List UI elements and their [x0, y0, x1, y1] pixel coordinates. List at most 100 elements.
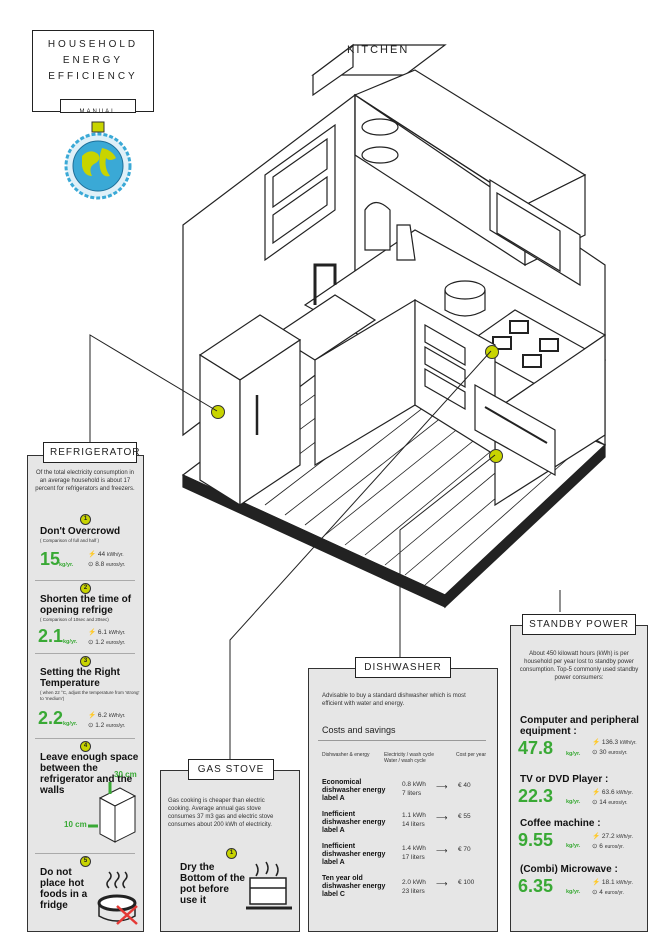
tip-2-euros-value: 1.2	[95, 639, 105, 646]
fridge-spacing-icon	[88, 782, 137, 843]
tip-3-marker: 3	[80, 656, 91, 667]
title-ribbon: MANUAL	[60, 99, 136, 115]
tip-1-euros: ⊙ 8.8 euros/yr.	[88, 561, 126, 568]
standby-item-3-euros-unit: euros/yr.	[604, 844, 624, 850]
dw-row-2-cost: € 55	[458, 813, 471, 820]
tip-2-marker: 2	[80, 583, 91, 594]
refrigerator-panel	[27, 455, 144, 932]
standby-intro: About 450 kilowatt hours (kWh) is per ho…	[519, 651, 639, 681]
standby-item-3-big: 9.55	[518, 830, 554, 850]
standby-item-1-name: Computer and peripheral equipment :	[520, 715, 639, 737]
standby-item-3-kwh-value: 27.2	[601, 833, 615, 840]
gas-stove-body: Gas cooking is cheaper than electric coo…	[168, 798, 274, 828]
standby-item-1-kwh-unit: kWh/yr.	[620, 740, 637, 746]
kitchen-label: KITCHEN	[347, 44, 410, 56]
standby-item-1-kwh: ⚡ 136.3 kWh/yr.	[592, 739, 637, 746]
tip-1-note: ( Comparison of full and half )	[40, 538, 100, 543]
tip-1-marker: 1	[80, 514, 91, 525]
dishwasher-hotspot[interactable]	[489, 449, 503, 463]
title-line-1: HOUSEHOLD	[47, 39, 139, 50]
standby-item-1-euros-unit: euros/yr.	[608, 750, 628, 756]
standby-item-2-euros: ⊙ 14 euros/yr.	[592, 799, 628, 806]
dw-row-3-liters: 17 liters	[402, 854, 425, 861]
costs-divider	[318, 740, 486, 741]
spacing-top-label: 30 cm	[114, 770, 137, 779]
gas-tip-heading: Dry the Bottom of the pot before use it	[180, 862, 245, 906]
arrow-icon: ⟶	[436, 782, 448, 791]
arrow-icon: ⟶	[436, 846, 448, 855]
standby-item-4-big: 6.35	[518, 876, 554, 896]
standby-item-1-unit: kg/yr.	[566, 751, 581, 757]
standby-item-2-name: TV or DVD Player :	[520, 774, 609, 785]
tip-2-heading: Shorten the time of opening refrige	[40, 594, 132, 616]
standby-item-4-kwh-unit: kWh/yr.	[616, 880, 634, 886]
tip-5-heading: Do not place hot foods in a fridge	[40, 867, 88, 911]
dw-row-1-name: Economical dishwasher energy label A	[322, 779, 386, 802]
tip-4-marker: 4	[80, 741, 91, 752]
tip-4-heading: Leave enough space between the refrigera…	[40, 752, 139, 796]
dw-row-4-name: Ten year old dishwasher energy label C	[322, 875, 386, 898]
gas-stove-hotspot[interactable]	[485, 345, 499, 359]
dw-row-4-kwh: 2.0 kWh	[402, 879, 426, 886]
kitchen-illustration	[181, 43, 607, 609]
tip-2-big: 2.1	[38, 626, 64, 646]
tip-3-note: ( when 22 °C, adjust the temperature fro…	[40, 690, 140, 701]
standby-item-4-euros: ⊙ 4 euros/yr.	[592, 889, 624, 896]
standby-item-2-euros-unit: euros/yr.	[608, 800, 628, 806]
dw-row-1-kwh: 0.8 kWh	[402, 781, 426, 788]
tip-3-euros-value: 1.2	[95, 722, 105, 729]
dw-row-2-liters: 14 liters	[402, 821, 425, 828]
col-electricity-water: Electricity / wash cycle Water / wash cy…	[384, 752, 435, 764]
dw-row-3-cost: € 70	[458, 846, 471, 853]
standby-item-3-kwh-unit: kWh/yr.	[616, 834, 634, 840]
divider	[35, 738, 135, 739]
title-line-3: EFFICIENCY	[48, 71, 138, 82]
dw-row-3-kwh: 1.4 kWh	[402, 845, 426, 852]
divider	[35, 853, 135, 854]
standby-item-3-euros: ⊙ 6 euros/yr.	[592, 843, 624, 850]
tip-2-euros-unit: euros/yr.	[106, 640, 126, 646]
tip-2-kwh-value: 6.1	[97, 629, 107, 636]
standby-item-2-kwh: ⚡ 63.6 kWh/yr.	[592, 789, 634, 796]
globe-icon	[64, 121, 132, 200]
standby-item-4-name: (Combi) Microwave :	[520, 864, 618, 875]
tip-3-euros-unit: euros/yr.	[106, 723, 126, 729]
dw-row-4-liters: 23 liters	[402, 888, 425, 895]
standby-item-3-kwh: ⚡ 27.2 kWh/yr.	[592, 833, 634, 840]
pot-stove-icon	[246, 861, 292, 910]
standby-panel	[510, 625, 648, 932]
standby-item-1-kwh-value: 136.3	[601, 739, 619, 746]
standby-item-2-kwh-unit: kWh/yr.	[616, 790, 634, 796]
tip-1-heading: Don't Overcrowd	[40, 526, 121, 537]
refrigerator-title: REFRIGERATOR	[43, 442, 140, 463]
dw-row-1-cost: € 40	[458, 782, 471, 789]
tip-2-kwh: ⚡ 6.1 kWh/yr.	[88, 629, 126, 636]
standby-item-3-name: Coffee machine :	[520, 818, 601, 829]
tip-1-kwh-value: 44	[97, 551, 106, 558]
dw-row-1-liters: 7 liters	[402, 790, 422, 797]
standby-item-2-euros-value: 14	[599, 799, 607, 806]
arrow-icon: ⟶	[436, 879, 448, 888]
tip-3-euros: ⊙ 1.2 euros/yr.	[88, 722, 126, 729]
standby-item-1-big: 47.8	[518, 738, 554, 758]
standby-item-4-kwh-value: 18.1	[601, 879, 615, 886]
spacing-side-label: 10 cm	[64, 820, 87, 829]
standby-item-2-kwh-value: 63.6	[601, 789, 615, 796]
refrigerator-hotspot[interactable]	[211, 405, 225, 419]
tip-2-note: ( Comparison of 10sec and 20sec)	[40, 617, 109, 622]
tip-3-kwh-unit: kWh/yr.	[108, 713, 126, 719]
standby-item-4-euros-value: 4	[599, 889, 603, 896]
dw-row-3-name: Inefficient dishwasher energy label A	[322, 843, 386, 866]
tip-5-marker: 5	[80, 856, 91, 867]
col-dishwasher: Dishwasher & energy	[322, 752, 370, 758]
standby-item-1-euros-value: 30	[599, 749, 607, 756]
divider	[35, 653, 135, 654]
dishwasher-panel	[308, 668, 498, 932]
hot-pot-icon	[97, 871, 138, 925]
tip-1-unit: kg/yr.	[59, 562, 74, 568]
standby-title: STANDBY POWER	[522, 614, 636, 635]
tip-3-kwh-value: 6.2	[97, 712, 107, 719]
standby-item-1-euros: ⊙ 30 euros/yr.	[592, 749, 628, 756]
refrigerator-intro: Of the total electricity consumption in …	[35, 470, 135, 492]
